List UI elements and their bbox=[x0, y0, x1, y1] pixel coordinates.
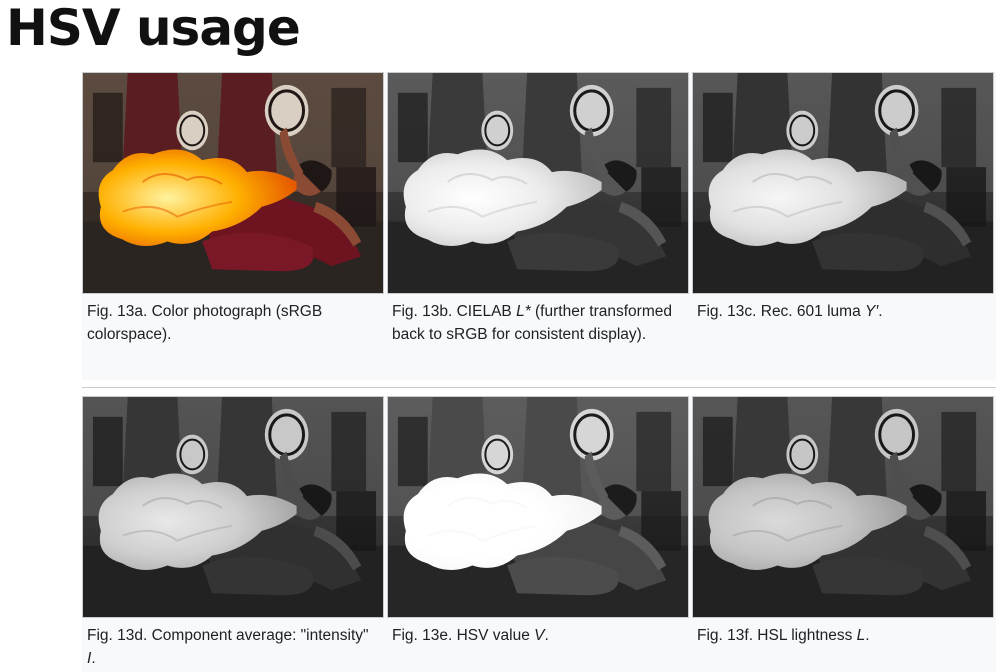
row-divider bbox=[82, 380, 996, 396]
gallery-row: Fig. 13d. Component average: "intensity"… bbox=[82, 396, 996, 672]
figure-13a: Fig. 13a. Color photograph (sRGB colorsp… bbox=[82, 72, 384, 346]
fire-breather-photo[interactable] bbox=[387, 396, 689, 618]
figure-caption: Fig. 13a. Color photograph (sRGB colorsp… bbox=[87, 303, 323, 343]
page-title: HSV usage bbox=[6, 0, 301, 57]
figure-13c: Fig. 13c. Rec. 601 luma Y′. bbox=[692, 72, 994, 323]
fire-breather-photo[interactable] bbox=[82, 396, 384, 618]
figure-caption: Fig. 13d. Component average: "intensity"… bbox=[87, 627, 369, 667]
fire-breather-photo[interactable] bbox=[692, 396, 994, 618]
image-gallery: Fig. 13a. Color photograph (sRGB colorsp… bbox=[82, 72, 996, 672]
figure-caption: Fig. 13b. CIELAB L* (further transformed… bbox=[392, 303, 672, 343]
fire-breather-photo[interactable] bbox=[387, 72, 689, 294]
fire-breather-photo[interactable] bbox=[692, 72, 994, 294]
figure-13d: Fig. 13d. Component average: "intensity"… bbox=[82, 396, 384, 670]
figure-13f: Fig. 13f. HSL lightness L. bbox=[692, 396, 994, 647]
figure-caption: Fig. 13e. HSV value V. bbox=[392, 627, 549, 644]
figure-13b: Fig. 13b. CIELAB L* (further transformed… bbox=[387, 72, 689, 346]
figure-caption: Fig. 13f. HSL lightness L. bbox=[697, 627, 870, 644]
figure-caption: Fig. 13c. Rec. 601 luma Y′. bbox=[697, 303, 883, 320]
fire-breather-photo[interactable] bbox=[82, 72, 384, 294]
figure-13e: Fig. 13e. HSV value V. bbox=[387, 396, 689, 647]
gallery-row: Fig. 13a. Color photograph (sRGB colorsp… bbox=[82, 72, 996, 380]
